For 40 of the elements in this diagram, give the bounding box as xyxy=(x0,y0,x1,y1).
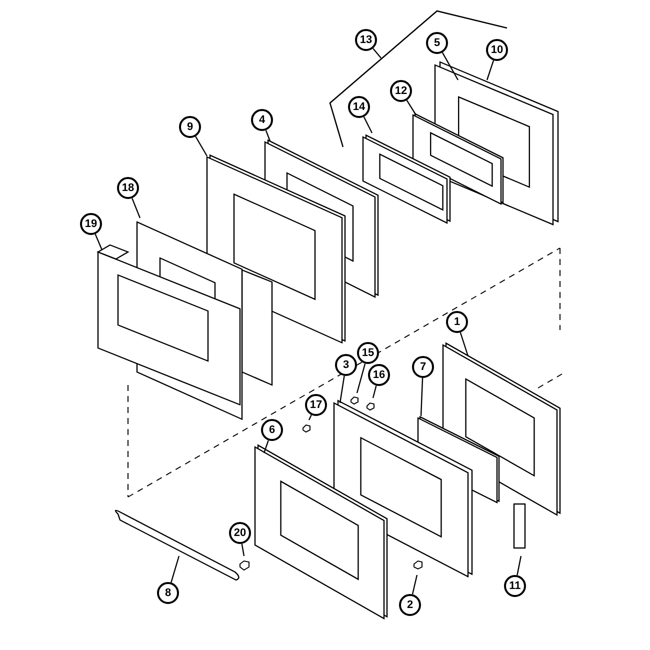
callout-number: 15 xyxy=(357,342,379,364)
callout-number: 10 xyxy=(486,39,508,61)
leader-line xyxy=(263,440,269,454)
callout-number: 19 xyxy=(80,213,102,235)
leader-line xyxy=(195,136,208,156)
callout-number: 2 xyxy=(399,594,421,616)
leader-line xyxy=(442,52,459,80)
leader-line xyxy=(420,378,424,416)
leader-line xyxy=(372,386,377,398)
callout-number: 14 xyxy=(348,96,370,118)
callout-number: 13 xyxy=(355,29,377,51)
callout-number: 12 xyxy=(390,80,412,102)
callout-number: 6 xyxy=(261,419,283,441)
leader-line xyxy=(308,414,312,420)
callout-number: 3 xyxy=(335,354,357,376)
callout-number: 8 xyxy=(157,582,179,604)
leader-line xyxy=(356,363,366,394)
leader-line xyxy=(94,234,103,250)
leader-line xyxy=(339,376,345,404)
callout-number: 18 xyxy=(117,177,139,199)
callout-number: 17 xyxy=(305,394,327,416)
leader-line xyxy=(372,48,382,58)
leader-line xyxy=(406,100,416,116)
callout-number: 5 xyxy=(426,32,448,54)
callout-number: 7 xyxy=(412,356,434,378)
leader-line xyxy=(516,556,522,576)
leader-line xyxy=(486,60,494,80)
callout-number: 20 xyxy=(229,522,251,544)
leader-line xyxy=(412,574,418,594)
leader-line xyxy=(363,116,373,134)
callout-number: 4 xyxy=(251,109,273,131)
callout-number: 1 xyxy=(446,311,468,333)
callout-number: 9 xyxy=(179,116,201,138)
callout-number: 16 xyxy=(368,364,390,386)
leader-line xyxy=(132,198,141,218)
leader-line xyxy=(460,332,469,356)
leader-line xyxy=(241,544,245,556)
leader-line xyxy=(170,556,180,583)
callout-number: 11 xyxy=(504,575,526,597)
leader-line xyxy=(265,130,271,142)
